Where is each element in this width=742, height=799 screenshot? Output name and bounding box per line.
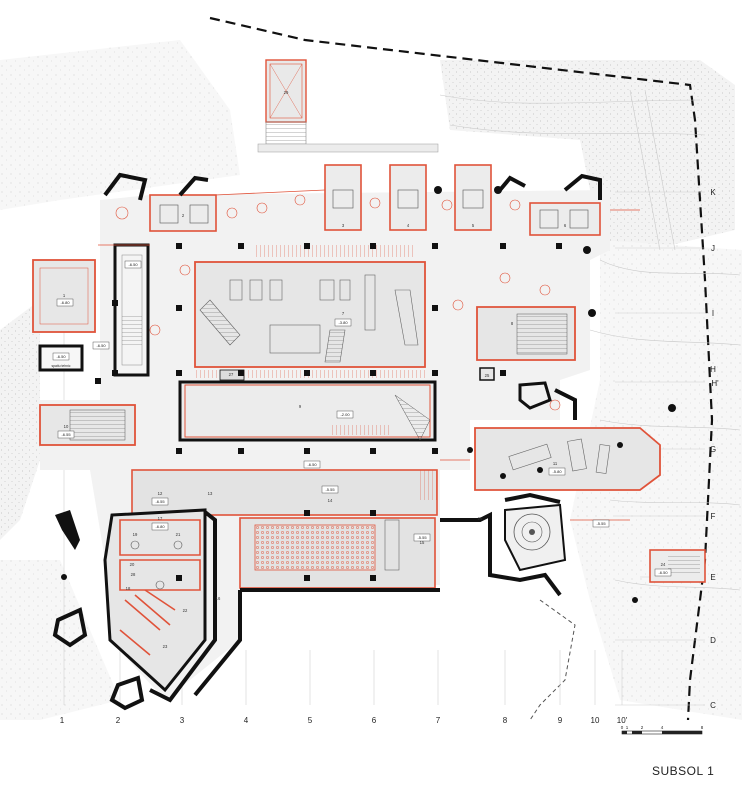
axis-label: 7 xyxy=(436,716,441,725)
room-number: 9 xyxy=(299,404,302,409)
scale-tick: 8 xyxy=(701,725,704,730)
room-number: 5 xyxy=(472,223,475,228)
room-number: 29 xyxy=(284,90,289,95)
room-number: 24 xyxy=(661,562,666,567)
scale-tick: 2 xyxy=(641,725,644,730)
upper-cells xyxy=(149,164,601,236)
axis-label: 10' xyxy=(617,716,628,725)
room-number: 10 xyxy=(64,424,69,429)
level-tag: -6.50 xyxy=(128,262,138,267)
room-number: 22 xyxy=(183,608,188,613)
room-number: 3 xyxy=(342,223,345,228)
room-number: 23 xyxy=(163,644,168,649)
columns xyxy=(61,186,676,603)
axis-label: 2 xyxy=(116,716,121,725)
room-number: 15 xyxy=(420,540,425,545)
level-tag: -6.50 xyxy=(96,343,106,348)
grid-row-labels: K J I H H' G F E D C xyxy=(710,188,719,710)
room-number: 8 xyxy=(511,321,514,326)
axis-label: 1 xyxy=(60,716,65,725)
room-number: 20 xyxy=(130,562,135,567)
axis-label: 10 xyxy=(591,716,600,725)
level-tag: -2.00 xyxy=(340,412,350,417)
service-wing xyxy=(103,508,207,693)
left-rooms xyxy=(32,243,150,446)
axis-label: D xyxy=(710,636,716,645)
room-9-corridor xyxy=(178,369,437,442)
room-number: 25 xyxy=(485,373,490,378)
level-tag: -5.55 xyxy=(596,521,606,526)
level-tag: -6.55 xyxy=(155,499,165,504)
room-number: 27 xyxy=(229,372,234,377)
room-29-pavilion xyxy=(257,59,439,153)
axis-label: E xyxy=(710,573,715,582)
axis-label: 3 xyxy=(180,716,185,725)
level-tag: -6.80 xyxy=(155,524,165,529)
room-7-hall xyxy=(194,245,426,378)
room-number: 12 xyxy=(158,491,163,496)
axis-label: G xyxy=(710,445,716,454)
axis-label: C xyxy=(710,701,716,710)
level-tag: -6.50 xyxy=(658,570,668,575)
level-tag: -6.80 xyxy=(60,300,70,305)
room-11 xyxy=(474,427,661,491)
room-number: 11 xyxy=(553,461,558,466)
grid-column-labels: 1 2 3 4 5 6 7 8 9 10 10' xyxy=(60,716,628,725)
level-tag: -5.55 xyxy=(417,535,427,540)
axis-label: I xyxy=(712,309,714,318)
level-tag: -3.80 xyxy=(338,320,348,325)
room-number: 17 xyxy=(158,516,163,521)
sheet-title: SUBSOL 1 xyxy=(652,764,715,778)
level-tag: -6.50 xyxy=(56,354,66,359)
terrain-contours xyxy=(439,89,741,591)
room-number: 2 xyxy=(182,213,185,218)
axis-label: J xyxy=(711,244,715,253)
scale-tick: 0 xyxy=(621,725,624,730)
scale-tick: 1 xyxy=(626,725,629,730)
axis-label: 5 xyxy=(308,716,313,725)
axis-label: H' xyxy=(711,379,719,388)
axis-label: 9 xyxy=(558,716,563,725)
outer-walls xyxy=(103,172,602,703)
room-number: 28 xyxy=(131,572,136,577)
room-labels: 29 2 3 4 5 6 1 7 8 9 10 11 12 13 14 15 1… xyxy=(63,90,666,649)
axis-label: 4 xyxy=(244,716,249,725)
room-number: 6 xyxy=(564,223,567,228)
lower-volumes xyxy=(131,469,438,589)
room-number: 19 xyxy=(133,532,138,537)
level-tag: -5.80 xyxy=(552,469,562,474)
level-tag: -6.50 xyxy=(307,462,317,467)
room-number: 18 xyxy=(126,586,131,591)
scale-tick: 4 xyxy=(661,725,664,730)
upper-cells-interior xyxy=(159,189,589,229)
axis-label: 6 xyxy=(372,716,377,725)
room-number: 14 xyxy=(328,498,333,503)
axis-label: F xyxy=(711,512,716,521)
room-number: 1 xyxy=(63,293,66,298)
room-24-stair xyxy=(649,549,706,583)
room-number: 13 xyxy=(208,491,213,496)
red-connectors xyxy=(98,189,640,521)
furniture-circles xyxy=(115,194,561,411)
room-number: 4 xyxy=(407,223,410,228)
level-tags: -6.80 -3.80 -2.00 -6.55 -5.80 -6.55 -5.5… xyxy=(51,260,672,577)
level-tag: -5.55 xyxy=(325,487,335,492)
axis-label: H xyxy=(710,365,716,374)
scale-bar: 0 1 2 4 8 xyxy=(621,725,704,735)
axis-label: 8 xyxy=(503,716,508,725)
room-number: 26 xyxy=(478,516,483,521)
axis-label: K xyxy=(710,188,716,197)
room-8-core xyxy=(476,306,576,381)
room-number: 7 xyxy=(342,311,345,316)
level-tag: -6.55 xyxy=(61,432,71,437)
spiral-stair xyxy=(504,503,567,572)
room-number: 21 xyxy=(176,532,181,537)
room-number: 16 xyxy=(216,596,221,601)
technical-space-label: spatiu tehnic xyxy=(51,364,70,368)
wall-fragments xyxy=(52,381,552,711)
